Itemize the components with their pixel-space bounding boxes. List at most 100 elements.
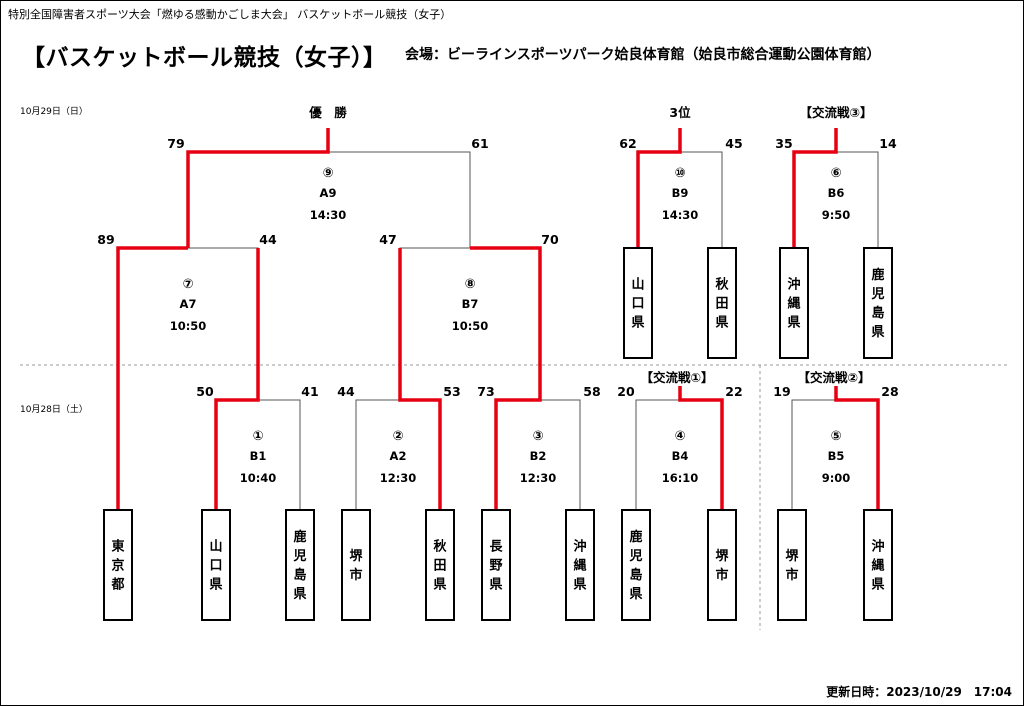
match-5-right-score: 28 [881, 384, 898, 399]
header-exchange-2: 【交流戦②】 [797, 370, 870, 385]
bracket-lines [117, 151, 879, 510]
team-box: 堺市 [777, 509, 807, 621]
match-10-code: B9 [672, 186, 689, 200]
winner-path-match-5 [834, 386, 880, 510]
team-name: 山口県 [209, 539, 222, 593]
match-5-number: ⑤ [830, 429, 841, 444]
team-name: 鹿児島県 [870, 267, 884, 340]
team-box: 秋田県 [707, 247, 737, 359]
match-1-code: B1 [250, 449, 267, 463]
match-7-time: 10:50 [170, 319, 207, 333]
match-8-number: ⑧ [464, 277, 475, 292]
match-3-number: ③ [532, 429, 543, 444]
team-name: 秋田県 [715, 277, 729, 331]
match-1-right-score: 41 [301, 384, 318, 399]
header-final: 優 勝 [308, 105, 347, 120]
match-8-code: B7 [462, 297, 479, 311]
header-exchange-1: 【交流戦①】 [640, 370, 713, 385]
match-7-code: A7 [180, 297, 197, 311]
team-box: 沖縄県 [863, 509, 893, 621]
team-name: 鹿児島県 [628, 529, 642, 602]
team-box: 長野県 [481, 509, 511, 621]
match-6-time: 9:50 [822, 208, 851, 222]
match-2-left-score: 44 [337, 384, 355, 399]
match-5-time: 9:00 [822, 471, 851, 485]
team-box: 東京都 [103, 509, 133, 621]
match-9-right-score: 61 [471, 136, 488, 151]
match-9-time: 14:30 [310, 208, 347, 222]
match-1-left-score: 50 [196, 384, 214, 399]
match-8-right-score: 70 [541, 232, 559, 247]
match-10-left-score: 62 [619, 136, 636, 151]
match-9-code: A9 [320, 186, 337, 200]
match-4-left-score: 20 [617, 384, 635, 399]
match-6-right-score: 14 [879, 136, 897, 151]
date-day2-label: 10月29日（日） [20, 107, 88, 117]
match-8-time: 10:50 [452, 319, 489, 333]
team-box: 鹿児島県 [621, 509, 651, 621]
match-10-number: ⑩ [674, 166, 685, 181]
match-6-number: ⑥ [830, 166, 841, 181]
match-9-left-score: 79 [167, 136, 184, 151]
header-third-place: 3位 [669, 105, 691, 120]
team-box: 沖縄県 [565, 509, 595, 621]
updated-timestamp: 更新日時：2023/10/29 17:04 [826, 685, 1012, 699]
winner-path-match-7 [116, 246, 188, 510]
date-day1-label: 10月28日（土） [20, 405, 88, 415]
match-6-code: B6 [828, 186, 845, 200]
team-name: 長野県 [489, 540, 503, 593]
match-10-right-score: 45 [725, 136, 742, 151]
team-name: 堺市 [349, 548, 363, 583]
team-box: 山口県 [623, 247, 653, 359]
winner-path-match-2 [398, 248, 442, 510]
match-10-time: 14:30 [662, 208, 699, 222]
team-name: 秋田県 [433, 539, 447, 593]
winner-path-match-4 [678, 386, 724, 510]
top-caption: 特別全国障害者スポーツ大会「燃ゆる感動かごしま大会」 バスケットボール競技（女子… [8, 8, 452, 21]
match-3-code: B2 [530, 449, 547, 463]
match-9-number: ⑨ [322, 166, 333, 181]
team-name: 東京都 [110, 539, 124, 593]
winner-path-lines [116, 128, 880, 510]
match-1-time: 10:40 [240, 471, 277, 485]
team-box: 秋田県 [425, 509, 455, 621]
match-1-number: ① [252, 429, 263, 444]
winner-path-match-1 [214, 248, 260, 510]
match-8-left-score: 47 [379, 232, 396, 247]
match-4-code: B4 [672, 449, 689, 463]
match-2-number: ② [392, 429, 403, 444]
team-name: 沖縄県 [787, 277, 800, 331]
team-box: 鹿児島県 [285, 509, 315, 621]
match-2-code: A2 [390, 449, 407, 463]
winner-path-match-6 [792, 128, 838, 248]
team-name: 堺市 [715, 548, 729, 583]
match-3-time: 12:30 [520, 471, 557, 485]
page-title: 【バスケットボール競技（女子）】 [22, 45, 387, 71]
team-box: 堺市 [341, 509, 371, 621]
winner-path-final [186, 128, 330, 248]
team-name: 堺市 [785, 548, 799, 583]
match-7-number: ⑦ [182, 277, 193, 292]
match-3-left-score: 73 [477, 384, 494, 399]
team-name: 鹿児島県 [292, 529, 306, 602]
team-name: 沖縄県 [871, 539, 884, 593]
match-7-left-score: 89 [97, 232, 114, 247]
match-6-left-score: 35 [775, 136, 792, 151]
match-2-right-score: 53 [443, 384, 460, 399]
team-name: 沖縄県 [573, 539, 586, 593]
team-box: 堺市 [707, 509, 737, 621]
winner-path-match-3 [470, 246, 542, 510]
team-box: 山口県 [201, 509, 231, 621]
team-box: 鹿児島県 [863, 247, 893, 359]
winner-path-match-10 [636, 128, 682, 248]
team-box: 沖縄県 [779, 247, 809, 359]
header-exchange-3: 【交流戦③】 [799, 105, 872, 120]
team-name: 山口県 [631, 277, 644, 331]
match-3-right-score: 58 [583, 384, 600, 399]
match-4-number: ④ [674, 429, 685, 444]
match-7-right-score: 44 [259, 232, 277, 247]
match-2-time: 12:30 [380, 471, 417, 485]
match-5-left-score: 19 [773, 384, 790, 399]
match-5-code: B5 [828, 449, 845, 463]
